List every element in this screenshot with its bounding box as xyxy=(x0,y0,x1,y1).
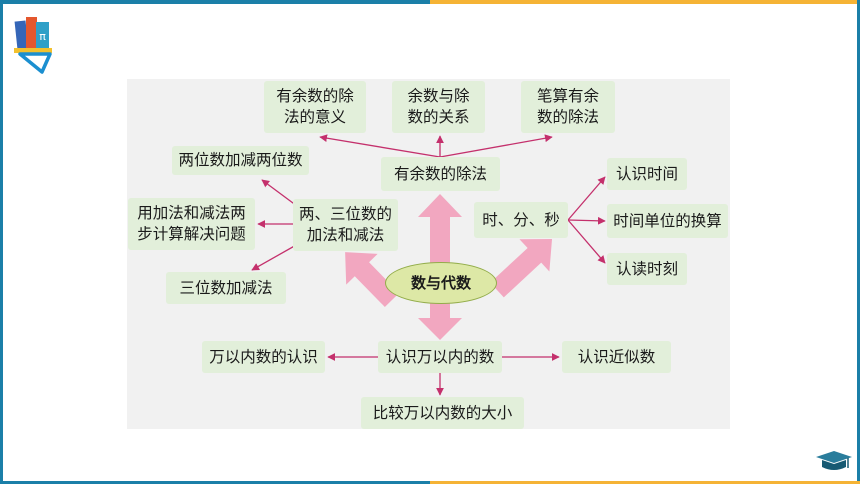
connector-arrow-time-know xyxy=(567,176,606,221)
frame-bottom-orange-bar xyxy=(430,481,860,484)
cap-board-shape xyxy=(816,451,852,463)
topic-two-step-word-problems: 用加法和减法两 步计算解决问题 xyxy=(128,198,255,250)
topic-meaning-of-division-with-remainder: 有余数的除 法的意义 xyxy=(264,81,366,133)
connector-arrow-time-convert xyxy=(567,216,606,225)
frame-left-edge xyxy=(0,0,3,484)
frame-right-edge xyxy=(857,0,860,484)
red-book-shape xyxy=(26,17,37,50)
teal-book-shape xyxy=(36,22,49,50)
big-arrows xyxy=(345,194,553,340)
topic-2-digit-add-subtract: 两位数加减两位数 xyxy=(172,146,309,175)
topic-remainder-divisor-relation: 余数与除 数的关系 xyxy=(392,81,485,133)
branch-division-with-remainder: 有余数的除法 xyxy=(381,157,500,191)
set-square-shape xyxy=(18,52,52,74)
topic-written-division-with-remainder: 笔算有余 数的除法 xyxy=(521,81,615,133)
connector-arrow-time-read xyxy=(567,219,606,264)
connector-arrow-addsub-3digit xyxy=(251,243,299,271)
branch-numbers-within-10000: 认识万以内的数 xyxy=(378,341,502,373)
branch-add-subtract-2-3-digit: 两、三位数的 加法和减法 xyxy=(293,199,398,251)
topic-comparing-numbers-within-10000: 比较万以内数的大小 xyxy=(361,397,524,429)
big-arrow-up xyxy=(418,194,462,264)
frame-top-orange-bar xyxy=(430,0,860,4)
frame-top-blue-bar xyxy=(0,0,430,4)
blue-book-shape xyxy=(14,20,29,51)
branch-hours-minutes-seconds: 时、分、秒 xyxy=(474,202,568,238)
topic-time-unit-conversion: 时间单位的换算 xyxy=(607,204,728,238)
pi-glyph: π xyxy=(39,30,46,43)
books-and-set-square-icon: π xyxy=(14,17,52,74)
connector-arrow-division-meaning xyxy=(319,134,441,158)
big-arrow-upper-left xyxy=(345,252,400,307)
cap-band-shape xyxy=(822,460,846,470)
topic-3-digit-add-subtract: 三位数加减法 xyxy=(166,272,286,304)
frame-bottom-blue-bar xyxy=(0,481,430,484)
central-topic: 数与代数 xyxy=(385,262,497,304)
topic-reading-clock-time: 认读时刻 xyxy=(607,253,687,285)
big-arrow-upper-right xyxy=(490,239,553,298)
big-arrow-down xyxy=(418,301,462,340)
yellow-book-shape xyxy=(14,48,52,53)
connector-arrows xyxy=(251,134,606,396)
graduation-cap-icon xyxy=(816,451,852,470)
topic-knowing-numbers-within-10000: 万以内数的认识 xyxy=(202,341,325,373)
connector-arrow-division-written xyxy=(439,134,553,158)
topic-knowing-time: 认识时间 xyxy=(607,158,687,190)
connector-arrow-addsub-2digit xyxy=(261,179,298,207)
topic-approximate-numbers: 认识近似数 xyxy=(562,341,671,373)
